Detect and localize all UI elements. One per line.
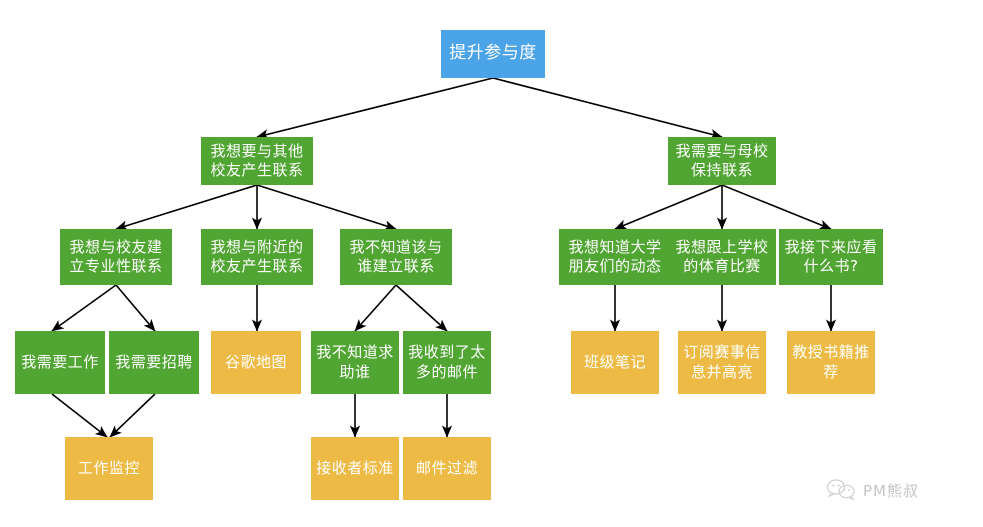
node-level4-professor-books-label: 教授书籍推 荐 xyxy=(792,343,870,381)
node-level5-job-monitoring-label: 工作监控 xyxy=(77,458,140,477)
node-root[interactable]: 提升参与度 xyxy=(441,30,545,78)
watermark: PM熊叔 xyxy=(826,478,919,502)
node-level4-need-hire-label: 我需要招聘 xyxy=(115,352,193,371)
node-level3-professional-connection[interactable]: 我想与校友建 立专业性联系 xyxy=(60,229,172,285)
node-level4-need-job[interactable]: 我需要工作 xyxy=(15,331,105,394)
node-level3-book-recommendation[interactable]: 我接下来应看 什么书? xyxy=(779,229,883,285)
node-level3-school-sports-label: 我想跟上学校 的体育比赛 xyxy=(675,237,769,275)
node-level3-college-friends-news-label: 我想知道大学 朋友们的动态 xyxy=(568,237,662,275)
node-level4-who-to-ask[interactable]: 我不知道求 助谁 xyxy=(311,331,399,394)
node-root-label: 提升参与度 xyxy=(449,43,537,64)
node-level3-school-sports[interactable]: 我想跟上学校 的体育比赛 xyxy=(668,229,776,285)
node-level2-school-connect-label: 我需要与母校 保持联系 xyxy=(675,141,769,179)
node-level4-need-job-label: 我需要工作 xyxy=(21,352,99,371)
node-level3-book-recommendation-label: 我接下来应看 什么书? xyxy=(784,237,878,275)
node-level4-professor-books[interactable]: 教授书籍推 荐 xyxy=(787,331,875,394)
node-level5-job-monitoring[interactable]: 工作监控 xyxy=(65,437,153,500)
node-level3-college-friends-news[interactable]: 我想知道大学 朋友们的动态 xyxy=(559,229,671,285)
node-level3-nearby-alumni-label: 我想与附近的 校友产生联系 xyxy=(210,237,304,275)
node-level4-subscribe-matches[interactable]: 订阅赛事信 息并高亮 xyxy=(678,331,766,394)
node-level4-too-many-emails[interactable]: 我收到了太 多的邮件 xyxy=(403,331,491,394)
node-level4-too-many-emails-label: 我收到了太 多的邮件 xyxy=(408,343,486,381)
node-level2-alumni-connect-label: 我想要与其他 校友产生联系 xyxy=(210,141,304,179)
node-level5-email-filter-label: 邮件过滤 xyxy=(415,458,478,477)
node-level4-who-to-ask-label: 我不知道求 助谁 xyxy=(316,343,394,381)
node-level5-recipient-criteria-label: 接收者标准 xyxy=(316,458,394,477)
watermark-text: PM熊叔 xyxy=(863,481,919,500)
node-level4-class-notes[interactable]: 班级笔记 xyxy=(571,331,659,394)
node-level4-google-maps[interactable]: 谷歌地图 xyxy=(211,331,301,394)
node-level5-email-filter[interactable]: 邮件过滤 xyxy=(403,437,491,500)
node-level4-class-notes-label: 班级笔记 xyxy=(583,352,646,371)
node-level4-google-maps-label: 谷歌地图 xyxy=(224,352,287,371)
node-level3-nearby-alumni[interactable]: 我想与附近的 校友产生联系 xyxy=(201,229,313,285)
node-level3-unknown-contact-label: 我不知道该与 谁建立联系 xyxy=(349,237,443,275)
node-level4-need-hire[interactable]: 我需要招聘 xyxy=(109,331,199,394)
node-level3-unknown-contact[interactable]: 我不知道该与 谁建立联系 xyxy=(340,229,452,285)
node-level2-school-connect[interactable]: 我需要与母校 保持联系 xyxy=(668,137,776,185)
node-level5-recipient-criteria[interactable]: 接收者标准 xyxy=(311,437,399,500)
node-level3-professional-connection-label: 我想与校友建 立专业性联系 xyxy=(69,237,163,275)
wechat-icon xyxy=(826,479,855,501)
node-level4-subscribe-matches-label: 订阅赛事信 息并高亮 xyxy=(683,343,761,381)
node-level2-alumni-connect[interactable]: 我想要与其他 校友产生联系 xyxy=(201,137,313,185)
